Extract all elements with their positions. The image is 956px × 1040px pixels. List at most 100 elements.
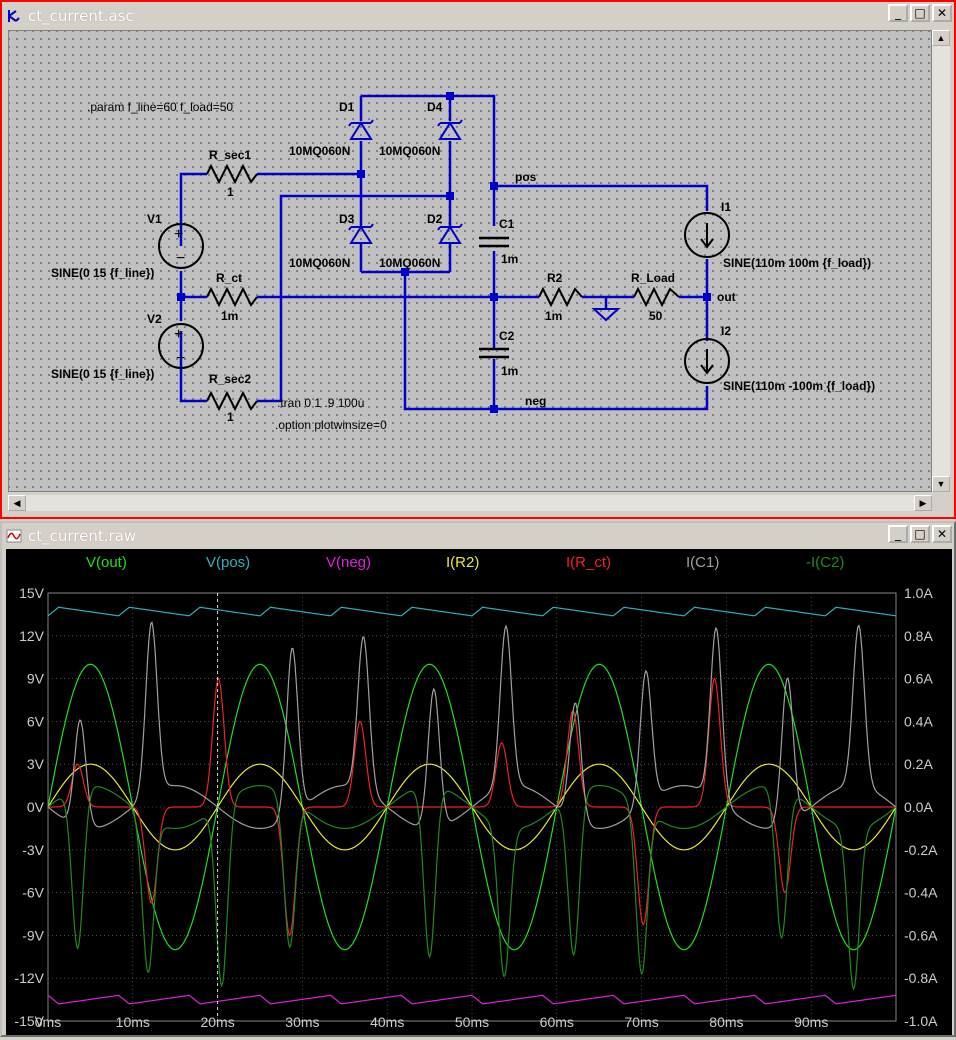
waveform-chart: V(out) V(pos) V(neg) I(R2) I(R_ct) I(C1) -I(C2… bbox=[14, 554, 938, 1030]
v2-value: SINE(0 15 {f_line}) bbox=[51, 367, 154, 381]
maximize-button[interactable]: □ bbox=[910, 4, 930, 22]
right-tick-label: -0.2A bbox=[904, 842, 938, 858]
right-tick-label: 0.0A bbox=[904, 799, 933, 815]
left-tick-label: 0V bbox=[27, 799, 45, 815]
left-axis-ticks: 15V 12V 9V 6V 3V 0V -3V -6V -9V -12V -15V bbox=[14, 585, 44, 1029]
d1-ref: D1 bbox=[339, 100, 355, 114]
close-button[interactable]: ✕ bbox=[932, 4, 952, 22]
x-tick-label: 80ms bbox=[709, 1014, 743, 1030]
x-tick-label: 20ms bbox=[200, 1014, 234, 1030]
traces bbox=[47, 593, 897, 1021]
schematic-vertical-scrollbar[interactable]: ▲ ▼ bbox=[932, 30, 950, 492]
rct-value: 1m bbox=[221, 309, 238, 323]
right-tick-label: 0.6A bbox=[904, 671, 933, 687]
x-tick-label: 60ms bbox=[540, 1014, 574, 1030]
left-tick-label: 12V bbox=[19, 628, 45, 644]
right-tick-label: -0.8A bbox=[904, 970, 938, 986]
c1-ref: C1 bbox=[499, 217, 515, 231]
rsec1-value: 1 bbox=[227, 185, 234, 199]
trace-legend: V(out) V(pos) V(neg) I(R2) I(R_ct) I(C1) -I(C2… bbox=[86, 554, 844, 571]
d1-value: 10MQ060N bbox=[289, 144, 350, 158]
x-tick-label: 30ms bbox=[285, 1014, 319, 1030]
voltage-sources: +− +− bbox=[158, 223, 204, 369]
param-directive: .param f_line=60 f_load=50 bbox=[87, 100, 233, 114]
schematic-horizontal-scrollbar[interactable]: ◀ ▶ bbox=[8, 495, 932, 511]
v1-ref: V1 bbox=[147, 212, 162, 226]
c2-value: 1m bbox=[501, 364, 518, 378]
capacitor-symbols bbox=[479, 236, 509, 359]
tran-directive: .tran 0 1 .9 100u bbox=[277, 396, 364, 410]
waveform-titlebar[interactable]: ct_current.raw bbox=[4, 525, 952, 547]
legend-item-5[interactable]: I(C1) bbox=[686, 554, 719, 571]
rload-value: 50 bbox=[649, 309, 663, 323]
left-tick-label: 15V bbox=[19, 585, 45, 601]
legend-item-4[interactable]: I(R_ct) bbox=[566, 554, 611, 571]
right-tick-label: 0.4A bbox=[904, 713, 933, 729]
x-tick-label: 70ms bbox=[624, 1014, 658, 1030]
legend-item-1[interactable]: V(pos) bbox=[206, 554, 250, 571]
right-tick-label: 1.0A bbox=[904, 585, 933, 601]
left-tick-label: 3V bbox=[27, 756, 45, 772]
x-tick-label: 90ms bbox=[794, 1014, 828, 1030]
minimize-button[interactable]: _ bbox=[888, 4, 908, 22]
schematic-canvas[interactable]: +− +− .param f_line=60 f_load=50 .tran 0… bbox=[8, 30, 932, 492]
right-tick-label: -0.6A bbox=[904, 927, 938, 943]
option-directive: .option plotwinsize=0 bbox=[275, 418, 387, 432]
left-tick-label: 6V bbox=[27, 713, 45, 729]
minimize-button[interactable]: _ bbox=[888, 525, 908, 543]
x-tick-label: 40ms bbox=[370, 1014, 404, 1030]
trace--i-c2- bbox=[47, 785, 897, 991]
resistor-symbols bbox=[206, 163, 680, 412]
legend-item-0[interactable]: V(out) bbox=[86, 554, 127, 571]
left-tick-label: -6V bbox=[22, 885, 44, 901]
schematic-window: ct_current.asc _ □ ✕ bbox=[0, 0, 956, 519]
d3-ref: D3 bbox=[339, 212, 355, 226]
rsec2-value: 1 bbox=[227, 410, 234, 424]
diode-symbols bbox=[348, 119, 463, 244]
legend-item-3[interactable]: I(R2) bbox=[446, 554, 479, 571]
legend-item-6[interactable]: -I(C2) bbox=[806, 554, 844, 571]
d3-value: 10MQ060N bbox=[289, 256, 350, 270]
scroll-down-arrow-icon[interactable]: ▼ bbox=[932, 476, 950, 492]
scroll-left-arrow-icon[interactable]: ◀ bbox=[8, 495, 26, 511]
schematic-titlebar[interactable]: ct_current.asc bbox=[4, 4, 952, 28]
current-sources bbox=[684, 212, 730, 384]
left-tick-label: -15V bbox=[14, 1013, 44, 1029]
left-tick-label: -12V bbox=[14, 970, 44, 986]
scroll-up-arrow-icon[interactable]: ▲ bbox=[932, 30, 950, 46]
v2-ref: V2 bbox=[147, 312, 162, 326]
trace-v-pos- bbox=[47, 606, 897, 617]
junction-dots bbox=[177, 92, 711, 413]
left-tick-label: 9V bbox=[27, 671, 45, 687]
i1-value: SINE(110m 100m {f_load}) bbox=[723, 256, 871, 270]
left-tick-label: -3V bbox=[22, 842, 44, 858]
svg-text:+: + bbox=[174, 326, 183, 343]
rsec2-ref: R_sec2 bbox=[209, 372, 251, 386]
legend-item-2[interactable]: V(neg) bbox=[326, 554, 371, 571]
rsec1-ref: R_sec1 bbox=[209, 148, 251, 162]
right-tick-label: 0.8A bbox=[904, 628, 933, 644]
net-label-pos: pos bbox=[515, 170, 537, 184]
svg-text:−: − bbox=[176, 250, 185, 267]
r2-value: 1m bbox=[545, 309, 562, 323]
trace-v-neg- bbox=[47, 994, 897, 1005]
close-button[interactable]: ✕ bbox=[932, 525, 952, 543]
r2-ref: R2 bbox=[547, 271, 563, 285]
i2-value: SINE(110m -100m {f_load}) bbox=[723, 379, 875, 393]
right-tick-label: 0.2A bbox=[904, 756, 933, 772]
left-tick-label: -9V bbox=[22, 927, 44, 943]
schematic-drawing: +− +− .param f_line=60 f_load=50 .tran 0… bbox=[51, 92, 875, 432]
scroll-right-arrow-icon[interactable]: ▶ bbox=[914, 495, 932, 511]
d4-ref: D4 bbox=[427, 100, 443, 114]
schematic-window-buttons: _ □ ✕ bbox=[888, 4, 952, 22]
maximize-button[interactable]: □ bbox=[910, 525, 930, 543]
d4-value: 10MQ060N bbox=[379, 144, 440, 158]
c2-ref: C2 bbox=[499, 329, 515, 343]
waveform-plot[interactable]: V(out) V(pos) V(neg) I(R2) I(R_ct) I(C1) -I(C2… bbox=[6, 549, 952, 1035]
schematic-title: ct_current.asc bbox=[28, 7, 134, 25]
svg-text:+: + bbox=[174, 226, 183, 243]
v1-value: SINE(0 15 {f_line}) bbox=[51, 266, 154, 280]
waveform-window: ct_current.raw _ □ ✕ V(out) V(pos) V(neg) I… bbox=[0, 521, 956, 1037]
right-tick-label: -0.4A bbox=[904, 885, 938, 901]
